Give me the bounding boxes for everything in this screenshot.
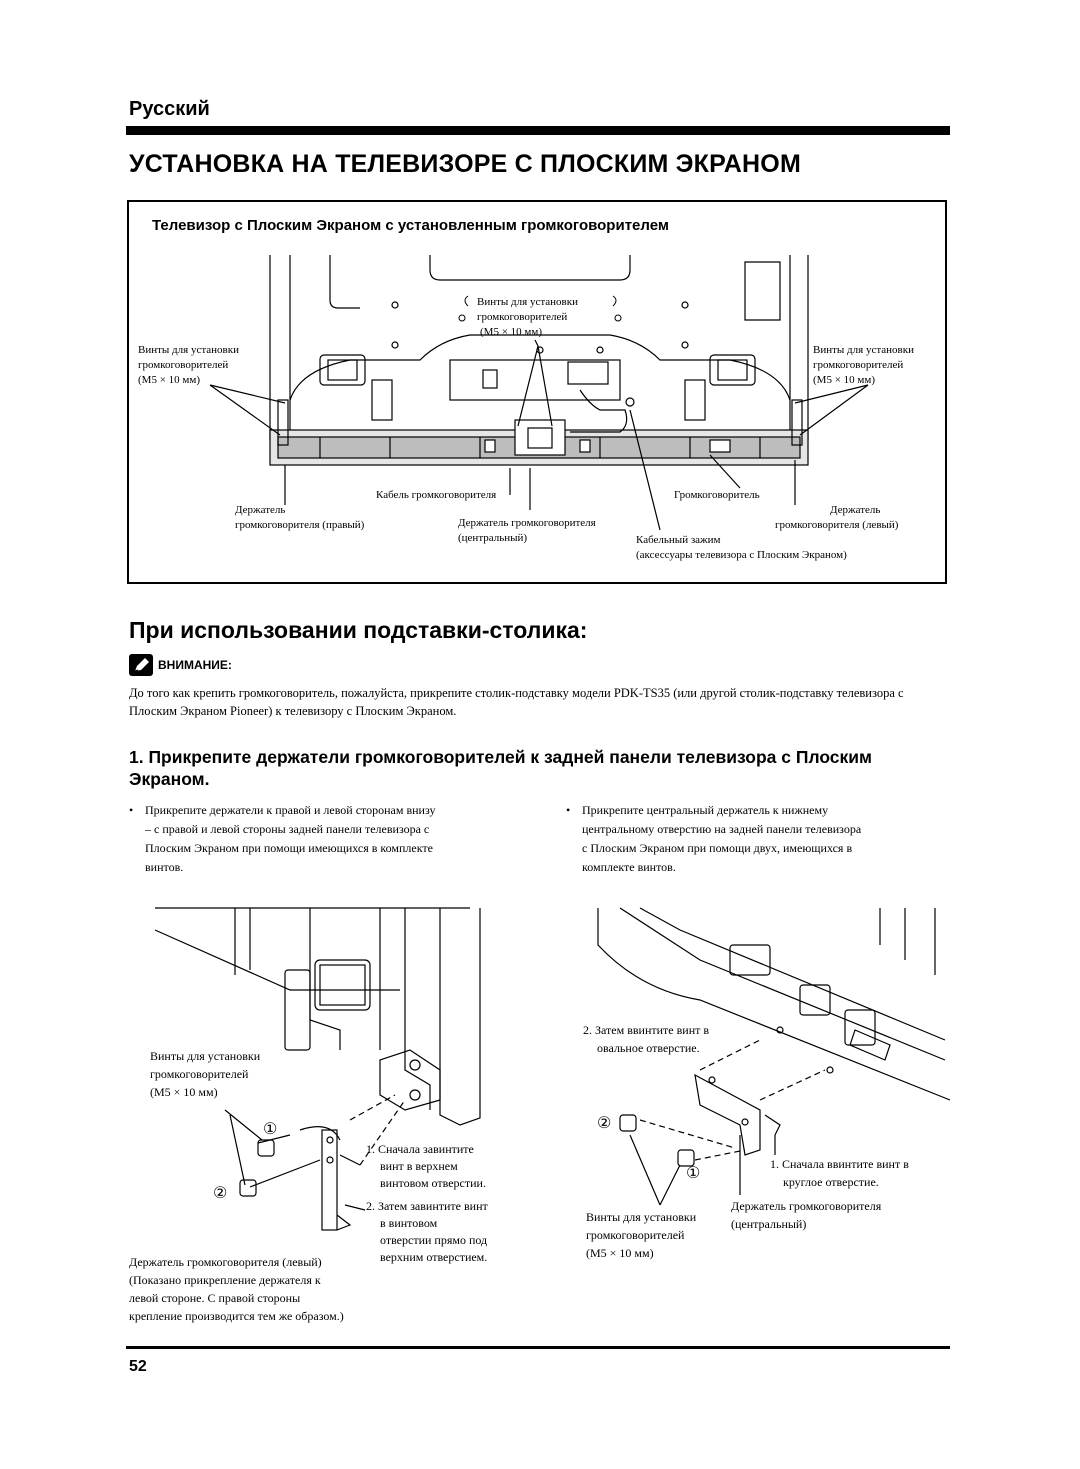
section-title: При использовании подставки-столика: bbox=[129, 617, 588, 643]
page-number: 52 bbox=[129, 1358, 147, 1375]
right-circle-1: ① bbox=[686, 1165, 701, 1182]
caution-pencil-icon bbox=[129, 654, 153, 676]
left-note1-line-2: винт в верхнем bbox=[380, 1159, 458, 1173]
right-holder-label-1: Держатель громкоговорителя bbox=[731, 1199, 882, 1213]
right-holder-label-2: (центральный) bbox=[731, 1217, 807, 1231]
holder-left-label-1: Держатель bbox=[830, 504, 881, 516]
speaker-label: Громкоговоритель bbox=[674, 489, 760, 501]
holder-center-label-2: (центральный) bbox=[458, 532, 528, 544]
language-heading: Русский bbox=[129, 98, 210, 120]
screws-left-label-2: громкоговорителей bbox=[138, 359, 229, 371]
left-note2-line-1: 2. Затем завинтите винт bbox=[366, 1199, 488, 1213]
caution-label: ВНИМАНИЕ: bbox=[158, 658, 232, 672]
right-screws-label-2: громкоговорителей bbox=[586, 1228, 685, 1242]
bullet-left-line-3: Плоским Экраном при помощи имеющихся в к… bbox=[145, 841, 433, 855]
left-screws-label-3: (M5 × 10 мм) bbox=[150, 1085, 218, 1099]
clamp-label-2: (аксессуары телевизора с Плоским Экраном… bbox=[636, 549, 847, 561]
page-title: УСТАНОВКА НА ТЕЛЕВИЗОРЕ С ПЛОСКИМ ЭКРАНО… bbox=[129, 150, 801, 178]
screws-left-label-1: Винты для установки bbox=[138, 344, 239, 356]
cable-label: Кабель громкоговорителя bbox=[376, 489, 497, 501]
holder-right-label-2: громкоговорителя (правый) bbox=[235, 519, 365, 531]
screws-center-label-1: Винты для установки bbox=[477, 296, 578, 308]
left-note1-line-1: 1. Сначала завинтите bbox=[366, 1142, 474, 1156]
right-screws-label-1: Винты для установки bbox=[586, 1210, 697, 1224]
left-note2-line-4: верхним отверстием. bbox=[380, 1250, 488, 1264]
bullet-left-line-4: винтов. bbox=[145, 860, 184, 874]
right-circle-2: ② bbox=[597, 1115, 612, 1132]
left-screws-label-1: Винты для установки bbox=[150, 1049, 261, 1063]
screws-right-label-1: Винты для установки bbox=[813, 344, 914, 356]
bullet-right-line-2: центральному отверстию на задней панели … bbox=[582, 822, 862, 836]
left-note2-line-3: отверстии прямо под bbox=[380, 1233, 488, 1247]
screws-center-label-3: (M5 × 10 мм) bbox=[480, 326, 542, 338]
holder-left-label-2: громкоговорителя (левый) bbox=[775, 519, 899, 531]
screws-center-label-2: громкоговорителей bbox=[477, 311, 568, 323]
left-caption-line-3: левой стороне. С правой стороны bbox=[129, 1291, 301, 1305]
right-note2-line-1: 2. Затем ввинтите винт в bbox=[583, 1023, 710, 1037]
screws-right-label-3: (M5 × 10 мм) bbox=[813, 374, 875, 386]
footer-rule bbox=[126, 1346, 950, 1349]
clamp-label-1: Кабельный зажим bbox=[636, 534, 721, 546]
caution-text: До того как крепить громкоговоритель, по… bbox=[129, 686, 904, 718]
left-caption-line-2: (Показано прикрепление держателя к bbox=[129, 1273, 321, 1287]
bullet-right-line-4: комплекте винтов. bbox=[582, 860, 676, 874]
holder-right-label-1: Держатель bbox=[235, 504, 286, 516]
right-note1-line-1: 1. Сначала ввинтите винт в bbox=[770, 1157, 909, 1171]
figure-title: Телевизор с Плоским Экраном с установлен… bbox=[152, 217, 669, 234]
bullet-right-marker: • bbox=[566, 803, 571, 817]
right-screws-label-3: (M5 × 10 мм) bbox=[586, 1246, 654, 1260]
holder-center-label-1: Держатель громкоговорителя bbox=[458, 517, 596, 529]
bullet-left-line-1: Прикрепите держатели к правой и левой ст… bbox=[145, 803, 436, 817]
left-circle-1: ① bbox=[263, 1121, 278, 1138]
step-1-heading: 1. Прикрепите держатели громкоговорителе… bbox=[129, 747, 872, 789]
screws-left-label-3: (M5 × 10 мм) bbox=[138, 374, 200, 386]
left-caption-line-4: крепление производится тем же образом.) bbox=[129, 1309, 344, 1323]
left-note1-line-3: винтовом отверстии. bbox=[380, 1176, 486, 1190]
screws-right-label-2: громкоговорителей bbox=[813, 359, 904, 371]
right-note1-line-2: круглое отверстие. bbox=[783, 1175, 879, 1189]
figure-box bbox=[127, 200, 947, 584]
bullet-right-line-3: с Плоским Экраном при помощи двух, имеющ… bbox=[582, 841, 853, 855]
left-caption-line-1: Держатель громкоговорителя (левый) bbox=[129, 1255, 322, 1269]
bullet-left-marker: • bbox=[129, 803, 134, 817]
right-note2-line-2: овальное отверстие. bbox=[597, 1041, 700, 1055]
bullet-right-line-1: Прикрепите центральный держатель к нижне… bbox=[582, 803, 829, 817]
bullet-left-line-2: – с правой и левой стороны задней панели… bbox=[145, 822, 430, 836]
left-note2-line-2: в винтовом bbox=[380, 1216, 438, 1230]
header-rule bbox=[126, 126, 950, 135]
left-circle-2: ② bbox=[213, 1185, 228, 1202]
left-screws-label-2: громкоговорителей bbox=[150, 1067, 249, 1081]
